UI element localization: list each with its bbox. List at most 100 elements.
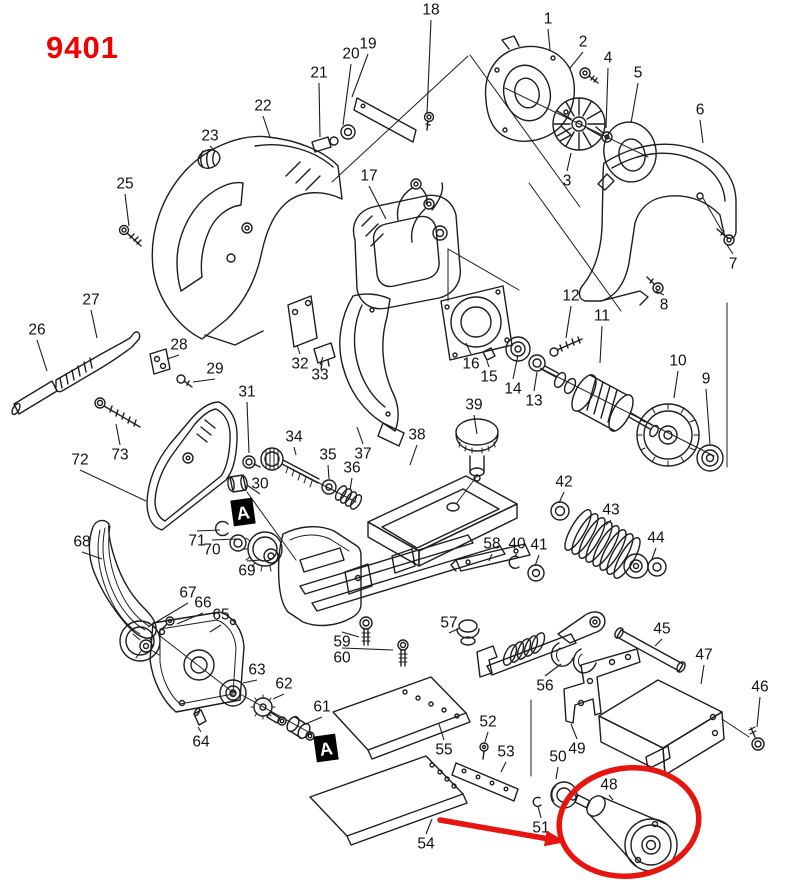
part-label-39: 39 [465, 397, 482, 414]
part-label-55: 55 [435, 742, 452, 759]
part-leader-6 [699, 119, 704, 144]
gear-drum-69 [242, 531, 283, 572]
screw-7 [716, 228, 735, 246]
brush-holder-21 [311, 136, 339, 153]
part-leader-10 [673, 370, 679, 399]
part-label-6: 6 [696, 102, 705, 119]
screw-4 [595, 126, 613, 143]
part-leader-39 [473, 414, 478, 435]
part-leader-45 [654, 638, 663, 647]
bearing-63 [219, 679, 247, 707]
part-leader-62 [272, 693, 285, 700]
pin-15 [482, 347, 496, 361]
detail-badge-letter: A [235, 502, 251, 524]
part-label-47: 47 [695, 647, 712, 664]
plate-19 [353, 97, 417, 143]
sleeve-20 [340, 124, 356, 140]
part-label-25: 25 [116, 176, 133, 193]
part-leader-40 [513, 553, 518, 558]
part-label-42: 42 [555, 474, 572, 491]
part-leader-49 [570, 723, 578, 740]
part-leader-41 [534, 554, 540, 567]
model-number-title: 9401 [46, 30, 119, 65]
part-label-72: 72 [71, 452, 88, 469]
strap-28 [149, 348, 171, 375]
frame-rails [299, 534, 506, 612]
part-label-35: 35 [319, 447, 336, 464]
part-leader-25 [124, 193, 130, 227]
part-leader-44 [651, 547, 657, 560]
part-label-54: 54 [417, 836, 435, 853]
part-label-28: 28 [170, 337, 187, 354]
screw-2 [579, 67, 599, 84]
part-leader-37 [356, 426, 364, 445]
highlight-arrow-head [543, 830, 566, 847]
part-leader-61 [302, 716, 323, 726]
gear-62 [250, 694, 287, 726]
part-leader-27 [90, 309, 98, 339]
detail-badges: AA [230, 497, 339, 763]
part-leader-38 [409, 444, 418, 466]
part-leader-31 [246, 401, 250, 454]
part-leader-63 [242, 679, 258, 684]
part-leader-21 [318, 82, 321, 138]
motor-housing-22 [151, 135, 343, 346]
screw-12 [549, 336, 583, 357]
part-label-65: 65 [212, 607, 229, 624]
part-label-66: 66 [194, 595, 211, 612]
screw-73 [94, 397, 141, 428]
part-leader-23 [209, 145, 216, 152]
screw-8 [646, 276, 664, 294]
cord-guard-27 [55, 331, 141, 393]
part-label-27: 27 [82, 292, 99, 309]
part-label-70: 70 [203, 542, 221, 559]
bracket-49 [563, 648, 641, 724]
pulley-67 [119, 620, 161, 662]
side-cover-72 [146, 401, 238, 531]
part-label-22: 22 [254, 98, 271, 115]
part-label-20: 20 [342, 46, 360, 63]
part-label-9: 9 [702, 371, 711, 388]
detail-badge-letter: A [318, 738, 334, 760]
part-leader-2 [569, 51, 584, 69]
knob-39 [455, 418, 499, 482]
part-leader-64 [197, 726, 202, 733]
part-leader-28 [166, 354, 180, 360]
part-leader-47 [700, 664, 705, 685]
part-label-7: 7 [729, 256, 738, 273]
part-leader-4 [605, 67, 609, 129]
part-label-45: 45 [653, 621, 670, 638]
part-leader-34 [293, 446, 297, 456]
part-label-4: 4 [604, 50, 613, 67]
part-label-52: 52 [479, 714, 496, 731]
front-drum-cover [277, 526, 362, 627]
box-47 [598, 679, 750, 776]
part-label-34: 34 [285, 429, 303, 446]
part-label-37: 37 [354, 446, 371, 463]
part-leader-9 [705, 388, 711, 445]
part-label-67: 67 [179, 585, 196, 602]
armature-11 [542, 365, 659, 438]
part-label-49: 49 [568, 741, 585, 758]
part-leader-48 [608, 794, 614, 801]
part-leader-56 [544, 663, 562, 677]
part-leader-5 [630, 82, 639, 124]
rear-handle-6 [578, 143, 737, 306]
bearing-bracket-16 [440, 285, 513, 361]
part-leader-51 [537, 805, 542, 819]
base-38 [367, 475, 518, 567]
part-label-3: 3 [563, 173, 572, 190]
part-leader-65 [209, 624, 222, 633]
part-leader-46 [756, 696, 761, 728]
part-leader-19 [351, 53, 369, 98]
clip-51 [532, 796, 542, 808]
gear-pulley-10 [636, 403, 700, 467]
part-label-11: 11 [594, 308, 610, 325]
rivet-31 [242, 455, 261, 469]
part-leader-8 [655, 290, 665, 296]
part-leader-68 [81, 551, 103, 560]
part-leader-72 [79, 469, 147, 502]
part-leader-42 [558, 491, 565, 504]
part-label-40: 40 [508, 536, 526, 553]
